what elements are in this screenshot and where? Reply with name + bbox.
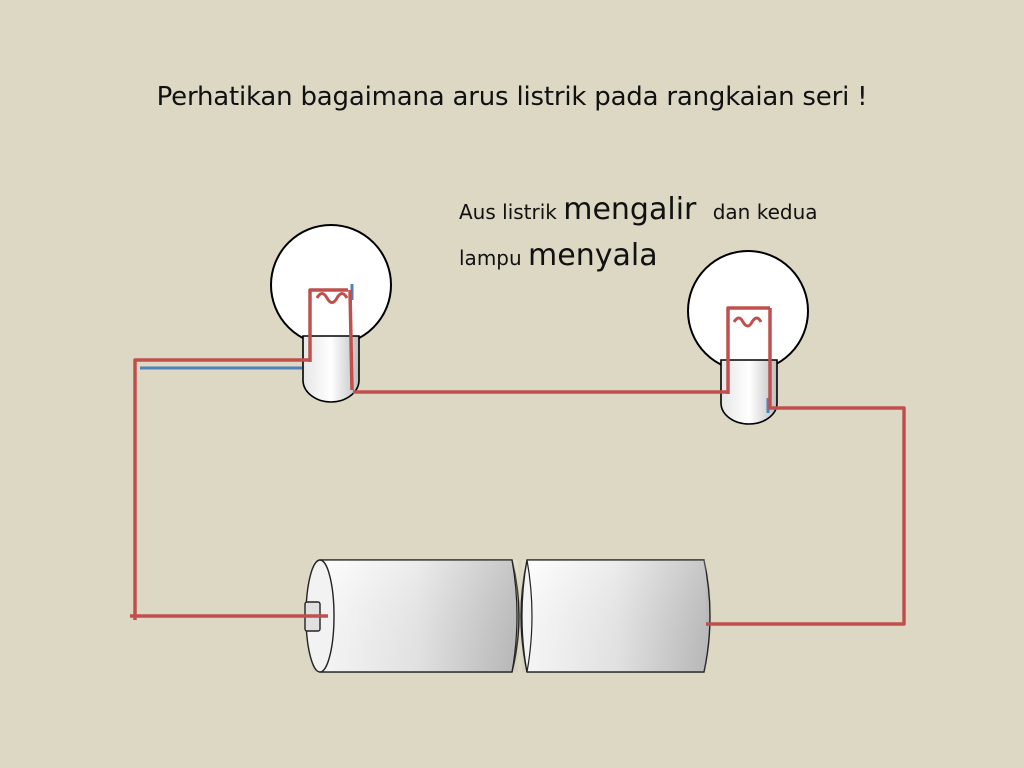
bulb-1-glass	[270, 224, 392, 346]
bulb-2-filament	[732, 316, 763, 328]
caption-emphasis-lit: menyala	[528, 238, 658, 273]
battery-1	[304, 559, 520, 673]
caption-line-1: Aus listrik mengalir dan kedua	[459, 188, 879, 234]
wire-bulb-1-left-lead	[308, 288, 348, 362]
bulb-1-filament	[315, 292, 349, 304]
wire-bulb-1-right-lead	[348, 289, 354, 391]
wires	[130, 288, 906, 626]
caption-text-2: dan kedua	[712, 200, 818, 224]
caption-text-3: lampu	[459, 246, 522, 270]
slide-title: Perhatikan bagaimana arus listrik pada r…	[156, 82, 868, 112]
wire-bulb-2-right-lead	[706, 308, 906, 626]
bulb-2-glass	[687, 250, 809, 372]
wire-bulb-2-left-lead	[726, 306, 770, 394]
battery-1-shade	[312, 560, 518, 672]
bulb-1-cap	[302, 335, 360, 403]
caption-text-1: Aus listrik	[459, 200, 557, 224]
battery-2-edge	[521, 559, 533, 673]
bulb-2	[687, 250, 809, 425]
caption-emphasis-flow: mengalir	[563, 192, 697, 227]
battery-2-shade	[522, 560, 706, 672]
caption-line-2: lampu menyala	[459, 234, 879, 280]
battery-2	[520, 559, 711, 673]
wire-left-loop	[133, 358, 310, 620]
caption: Aus listrik mengalir dan kedua lampu men…	[459, 188, 879, 280]
battery-1-edge	[511, 559, 518, 673]
bulb-1	[270, 224, 392, 403]
